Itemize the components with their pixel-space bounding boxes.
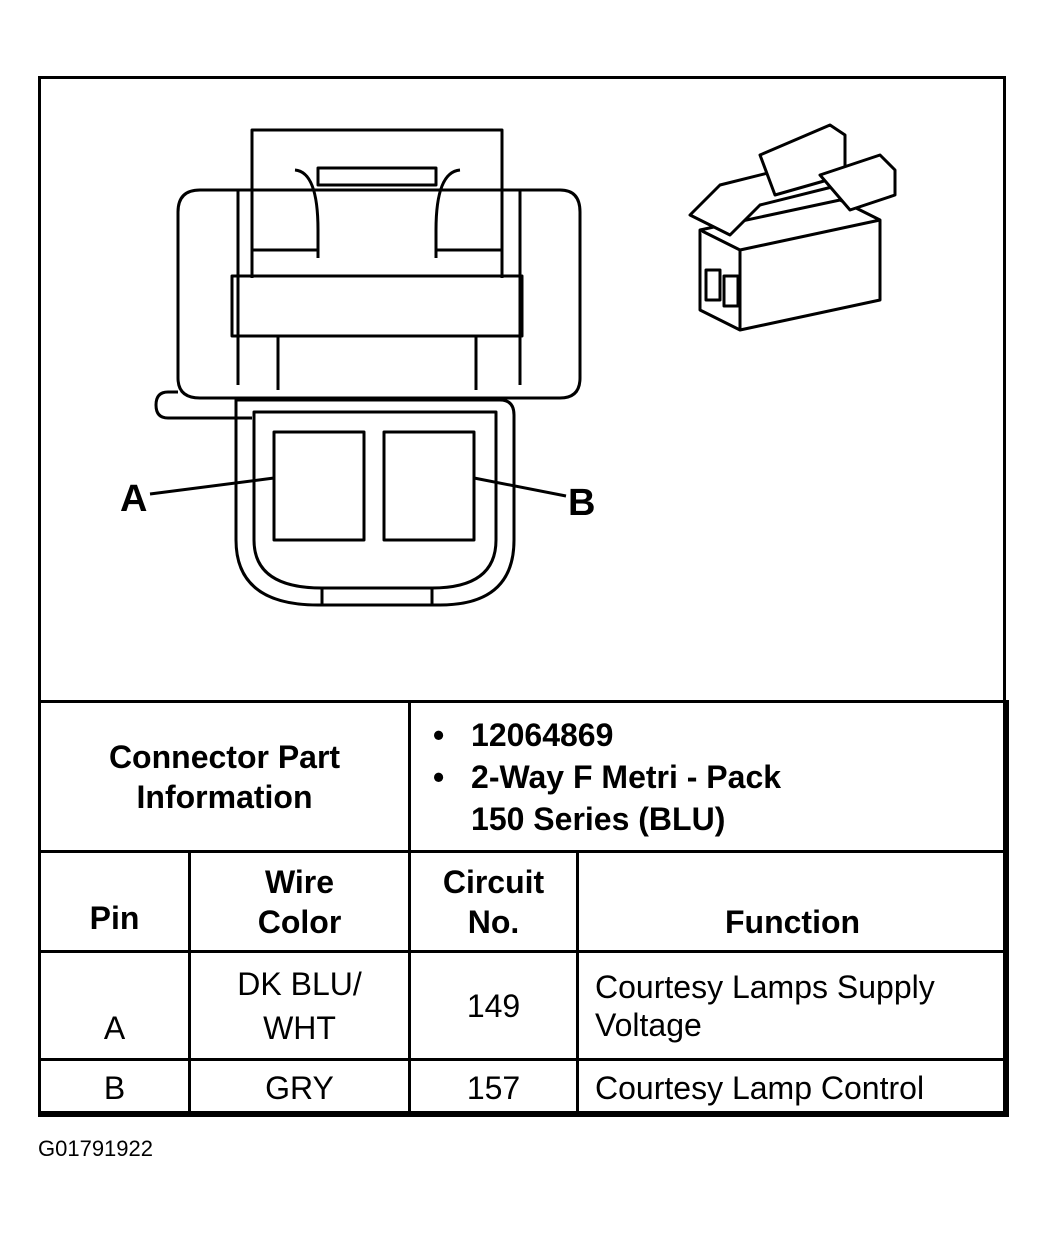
row-b-wire-color: GRY (187, 1058, 412, 1117)
connector-isometric-view (688, 123, 897, 332)
row-a-circuit: 149 (408, 950, 580, 1061)
pin-b-callout: B (568, 482, 596, 524)
part-info-row: Connector Part Information •12064869 •2-… (37, 700, 1010, 853)
header-wire-color: Wire Color (187, 850, 412, 953)
row-a-pin: A (38, 950, 191, 1061)
part-info-label-line2: Information (136, 778, 313, 815)
row-b-circuit: 157 (408, 1058, 580, 1117)
header-circuit-no: Circuit No. (408, 850, 580, 953)
part-number: •12064869 (433, 716, 614, 753)
part-info-label: Connector Part Information (37, 700, 412, 853)
header-function: Function (576, 850, 1010, 953)
row-a-wire-color: DK BLU/ WHT (187, 950, 412, 1061)
table-row: B GRY 157 Courtesy Lamp Control (38, 1058, 1010, 1117)
part-info-values: •12064869 •2-Way F Metri - Pack 150 Seri… (408, 700, 1010, 853)
connector-drawing (149, 123, 897, 607)
part-description-continued: 150 Series (BLU) (471, 800, 726, 837)
figure-code: G01791922 (38, 1136, 153, 1161)
pin-a-callout: A (120, 478, 148, 520)
header-pin: Pin (38, 850, 191, 953)
part-info-label-line1: Connector Part (108, 738, 341, 775)
connector-table: Connector Part Information •12064869 •2-… (37, 700, 1010, 1117)
row-a-function: Courtesy Lamps Supply Voltage (576, 950, 1010, 1061)
row-b-function: Courtesy Lamp Control (576, 1058, 1010, 1117)
connector-face-view (149, 128, 582, 607)
part-description: •2-Way F Metri - Pack (433, 758, 782, 795)
row-b-pin: B (38, 1058, 191, 1117)
table-header-row: Pin Wire Color Circuit No. Function (38, 850, 1010, 953)
table-row: A DK BLU/ WHT 149 Courtesy Lamps Supply … (38, 950, 1010, 1061)
